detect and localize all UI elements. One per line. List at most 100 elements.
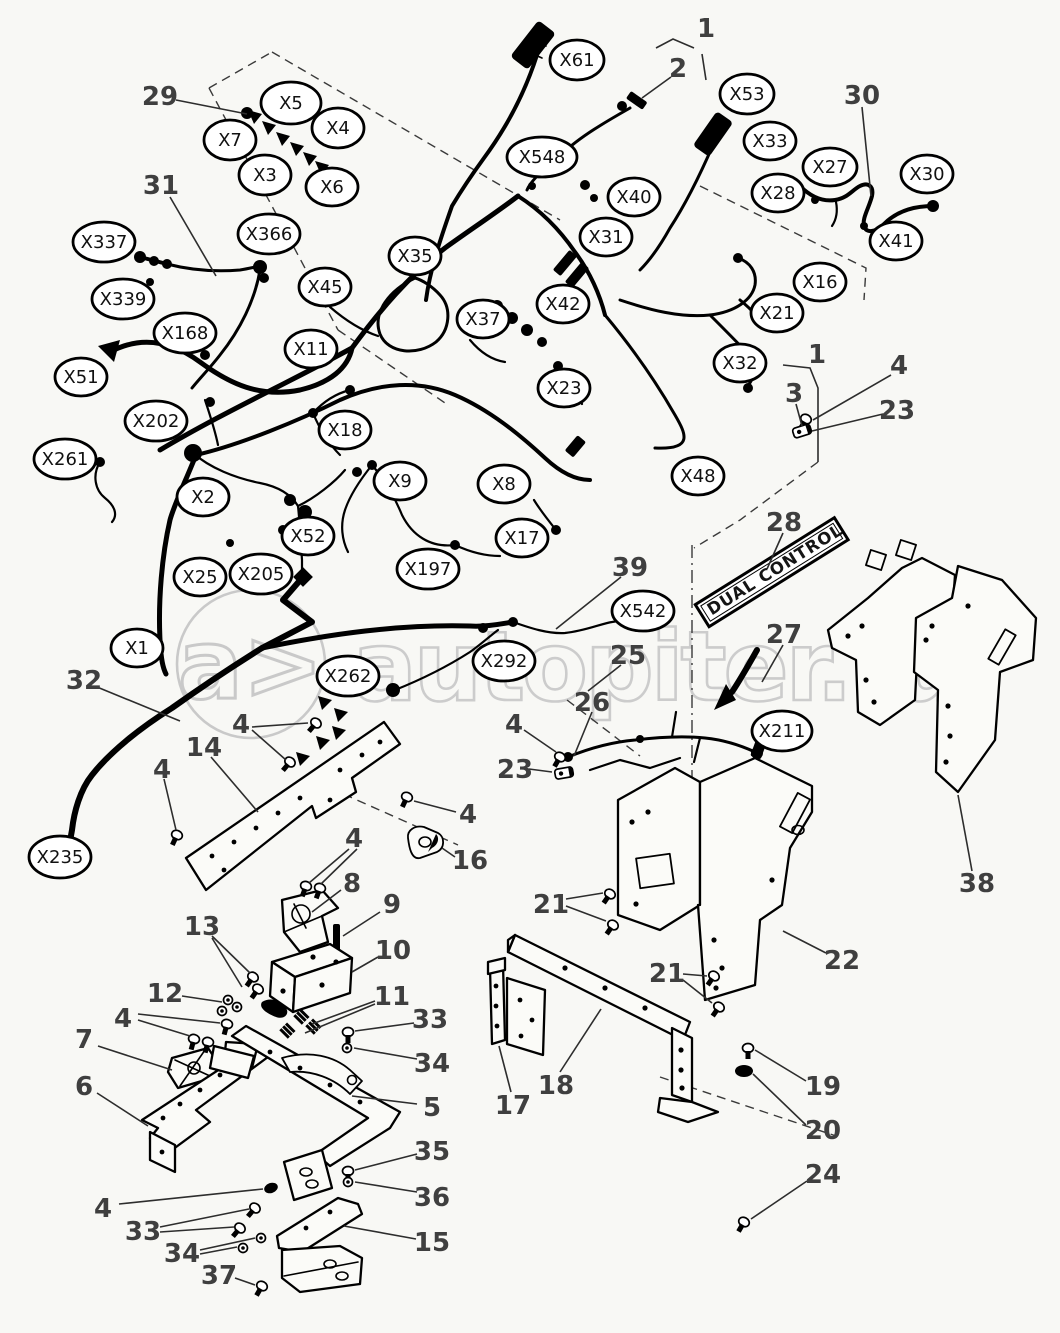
callout-label: X261 <box>42 449 89 470</box>
rail-18 <box>506 933 720 1124</box>
callout-ellipse <box>283 328 339 370</box>
connector-callout-X202: X202 <box>123 399 189 443</box>
part-number-label: 25 <box>610 641 646 671</box>
part-number-label: 30 <box>844 81 880 111</box>
part-number-label: 4 <box>459 800 477 830</box>
callout-label: X30 <box>909 164 944 185</box>
fastener-wedges <box>296 696 348 766</box>
callout-label: X40 <box>616 187 651 208</box>
part-number-label: 2 <box>669 54 687 84</box>
connector-callout-X48: X48 <box>670 455 726 497</box>
part-number-label: 1 <box>697 14 715 44</box>
connector-callout-X292: X292 <box>471 639 537 683</box>
connector-callout-X205: X205 <box>228 552 294 596</box>
part-number-labels: 2931123013423283925272632414442341648913… <box>66 14 995 1291</box>
callout-label: X51 <box>63 367 98 388</box>
callout-label: X366 <box>246 224 293 245</box>
callout-label: X548 <box>519 147 566 168</box>
callout-label: X1 <box>125 638 149 659</box>
callout-ellipse <box>310 106 366 150</box>
callout-label: X205 <box>238 564 285 585</box>
bracket-22 <box>616 756 814 1002</box>
connector-callout-X23: X23 <box>536 367 592 409</box>
dashed-line <box>566 699 641 757</box>
part-number-label: 19 <box>805 1072 841 1102</box>
part-number-label: 23 <box>879 396 915 426</box>
callout-label: X542 <box>620 601 667 622</box>
connector-callout-X9: X9 <box>372 460 428 502</box>
part-number-label: 16 <box>452 846 488 876</box>
callout-label: X53 <box>729 84 764 105</box>
part-number-label: 33 <box>125 1217 161 1247</box>
part-number-label: 13 <box>184 912 220 942</box>
callout-label: X31 <box>588 227 623 248</box>
part-number-label: 4 <box>345 824 363 854</box>
bracket-15 <box>275 1196 364 1294</box>
callout-ellipse <box>228 552 294 596</box>
callout-label: X27 <box>812 157 847 178</box>
bracket-8 <box>280 888 340 954</box>
connector-callout-X27: X27 <box>801 146 859 188</box>
callout-ellipse <box>742 120 798 162</box>
connector-callout-X40: X40 <box>606 176 662 218</box>
callout-ellipse <box>610 589 676 633</box>
bracket-parts <box>140 539 1038 1294</box>
part-number-label: 33 <box>412 1005 448 1035</box>
callout-label: X11 <box>293 339 328 360</box>
callout-ellipse <box>71 220 137 264</box>
part-number-label: 28 <box>766 508 802 538</box>
callout-label: X33 <box>752 131 787 152</box>
part-number-label: 38 <box>959 869 995 899</box>
part-number-label: 31 <box>143 171 179 201</box>
connector-callout-X548: X548 <box>505 135 579 179</box>
connector-bodies <box>293 21 766 759</box>
callout-ellipse <box>259 80 323 126</box>
callout-label: X262 <box>325 666 372 687</box>
connector-callout-X52: X52 <box>280 515 336 557</box>
dashed-line <box>329 787 459 846</box>
callout-label: X211 <box>759 721 806 742</box>
callout-ellipse <box>237 153 293 197</box>
callout-ellipse <box>749 292 805 334</box>
arrow-connector <box>98 340 120 362</box>
callout-label: X61 <box>559 50 594 71</box>
part-number-label: 8 <box>343 869 361 899</box>
callout-ellipse <box>395 547 461 591</box>
callout-ellipse <box>317 409 373 451</box>
callout-ellipse <box>578 216 634 258</box>
part-number-label: 12 <box>147 979 183 1009</box>
callout-label: X6 <box>320 177 344 198</box>
part-number-label: 1 <box>808 340 826 370</box>
connector-callout-X45: X45 <box>297 266 353 308</box>
callout-ellipse <box>315 654 381 698</box>
callout-ellipse <box>801 146 859 188</box>
bracket-17 <box>486 956 547 1057</box>
callout-label: X41 <box>878 231 913 252</box>
callout-label: X52 <box>290 526 325 547</box>
callout-ellipse <box>90 277 156 321</box>
connector-callout-X366: X366 <box>236 212 302 256</box>
connector-callout-X8: X8 <box>476 463 532 505</box>
callout-label: X4 <box>326 118 350 139</box>
part-number-label: 21 <box>533 890 569 920</box>
connector-callout-X35: X35 <box>387 235 443 277</box>
callout-ellipse <box>899 153 955 195</box>
callout-ellipse <box>372 460 428 502</box>
fasteners <box>166 411 814 1300</box>
connector-callout-X542: X542 <box>610 589 676 633</box>
callout-label: X35 <box>397 246 432 267</box>
connector-callout-X3: X3 <box>237 153 293 197</box>
connector-callout-X2: X2 <box>175 476 231 518</box>
callout-label: X42 <box>545 294 580 315</box>
bracket-10 <box>261 942 354 1018</box>
part-number-label: 17 <box>495 1091 531 1121</box>
part-number-label: 14 <box>186 733 222 763</box>
callout-ellipse <box>172 556 228 598</box>
part-number-label: 20 <box>805 1116 841 1146</box>
part-number-label: 18 <box>538 1071 574 1101</box>
part-number-label: 11 <box>374 982 410 1012</box>
connector-callout-X262: X262 <box>315 654 381 698</box>
callout-ellipse <box>535 283 591 325</box>
connector-callout-X17: X17 <box>494 517 550 559</box>
connector-callout-X339: X339 <box>90 277 156 321</box>
